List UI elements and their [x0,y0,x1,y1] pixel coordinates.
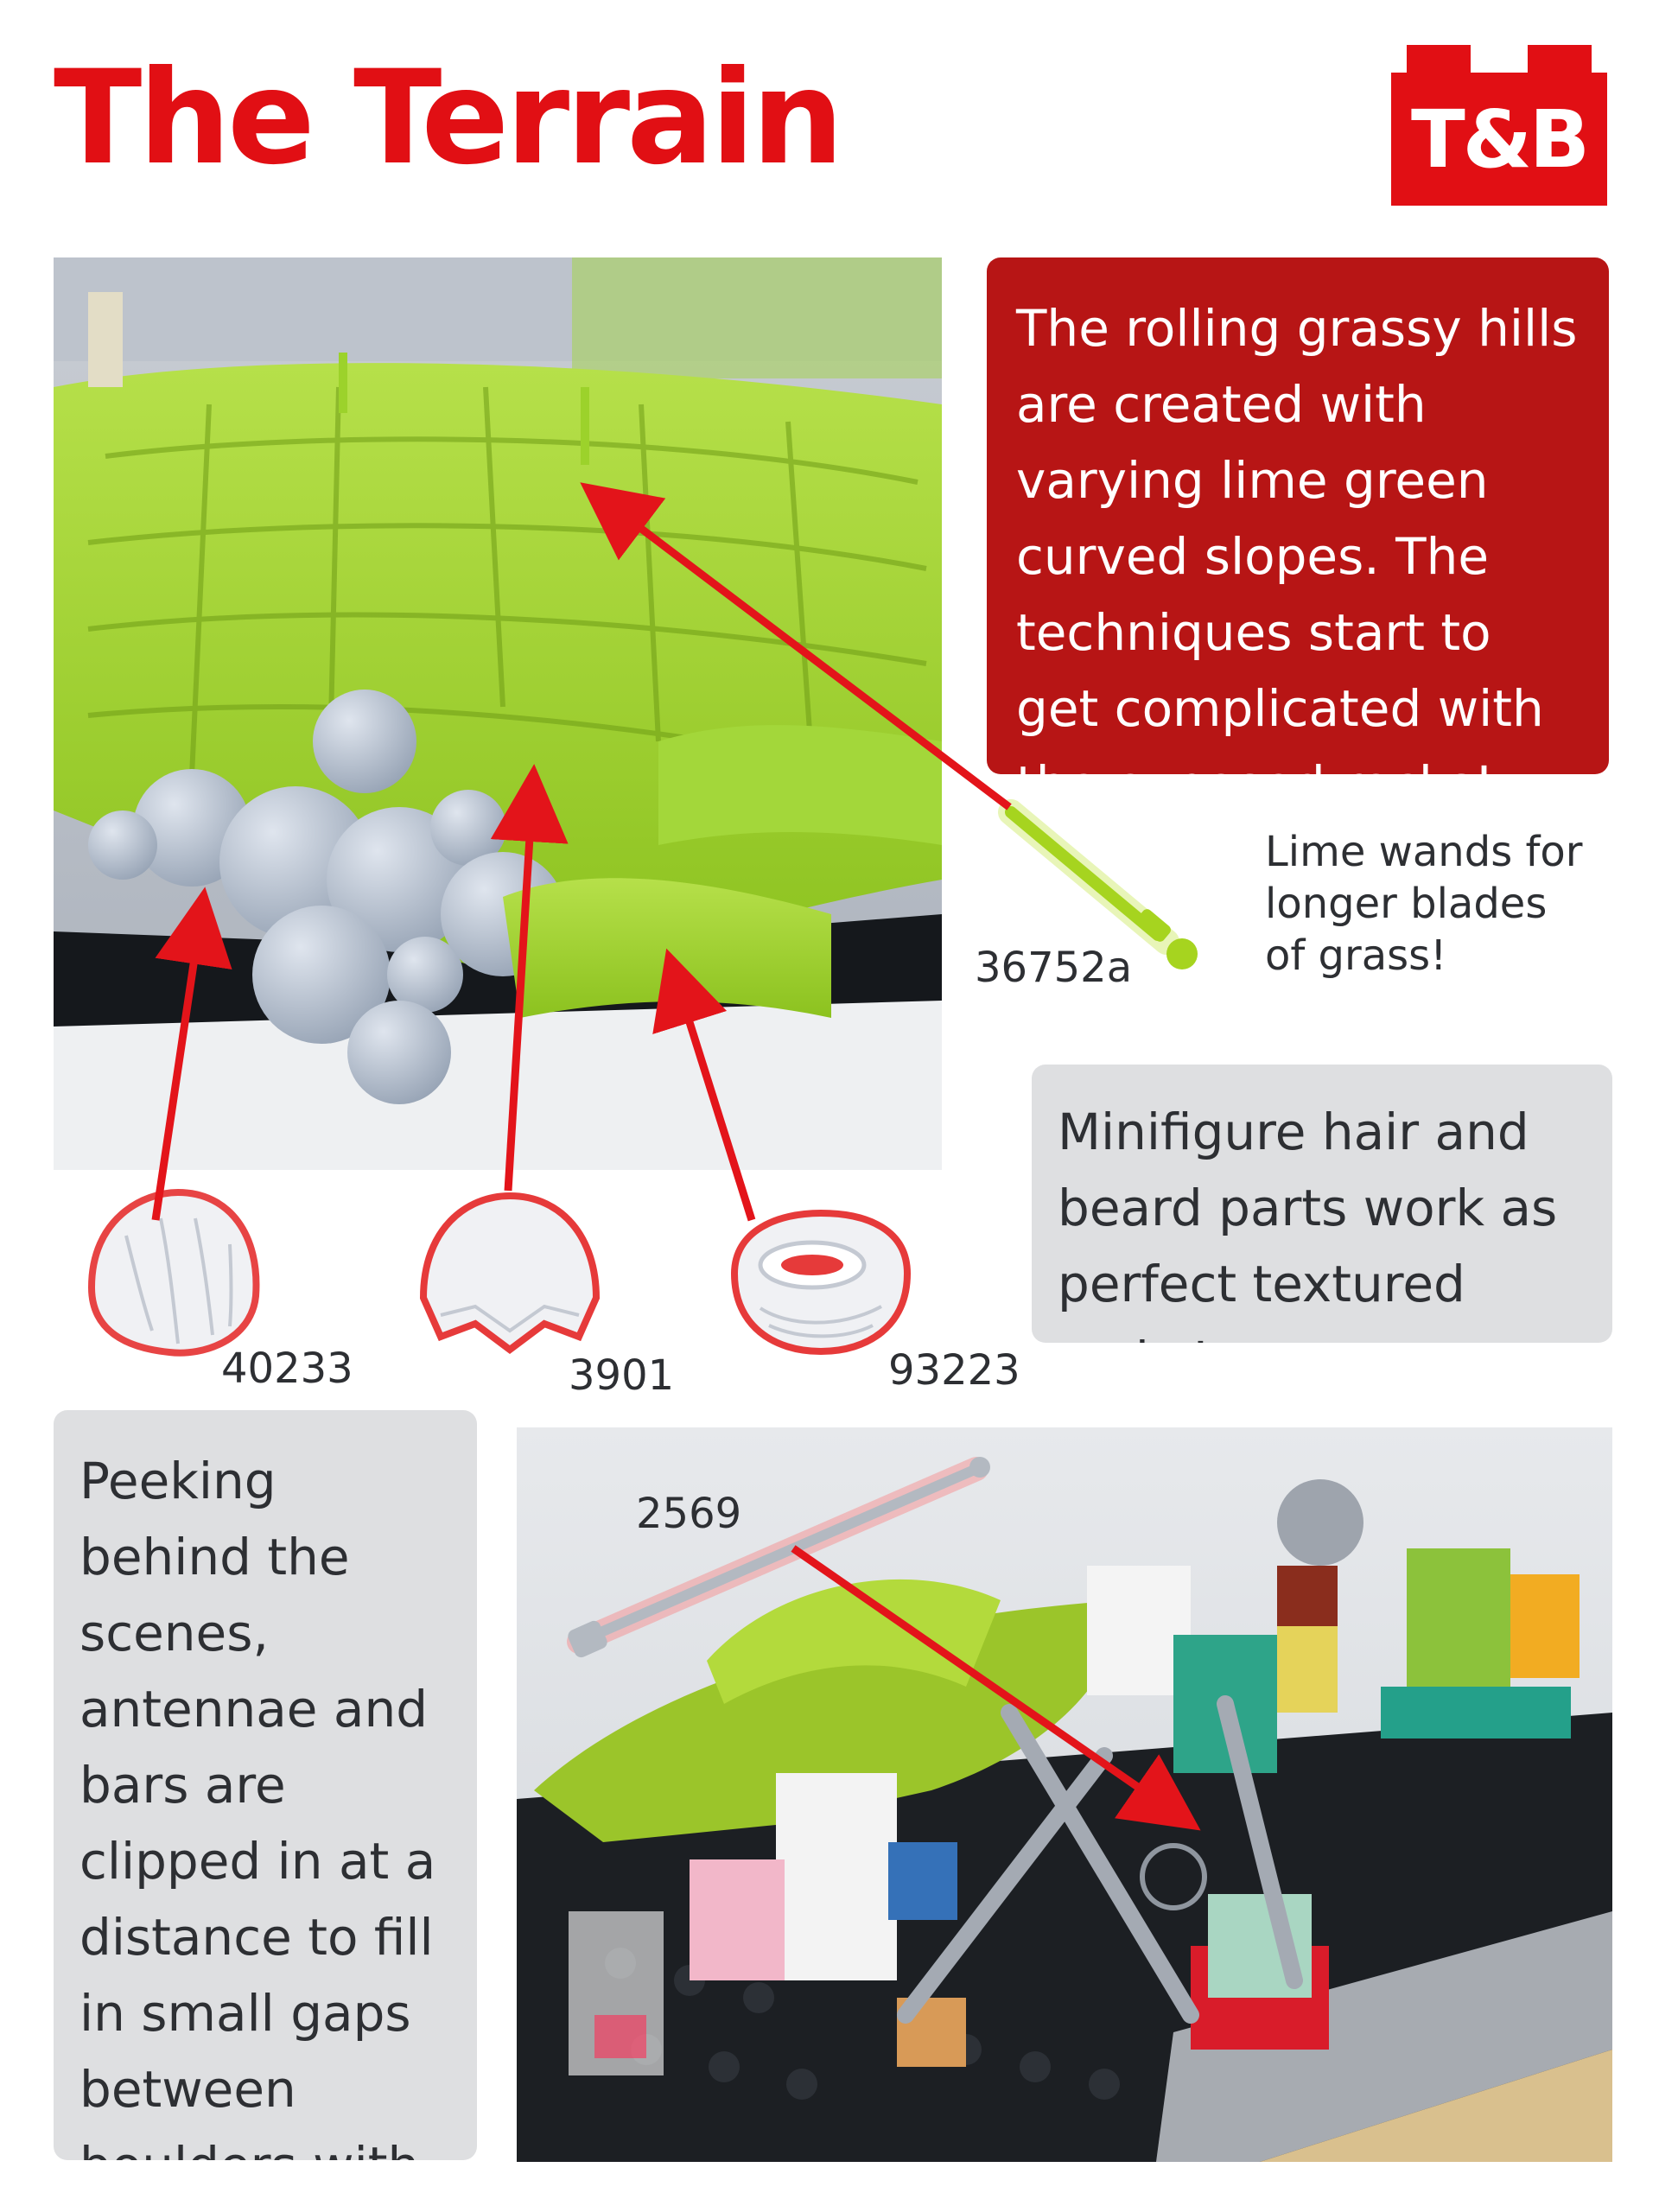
intro-text: The rolling grassy hills are created wit… [1016,299,1578,774]
rocks-text: Minifigure hair and beard parts work as … [1058,1103,1558,1343]
hair-part-40233-number: 40233 [221,1344,353,1393]
bar-part-image [544,1434,1011,1676]
logo-text: T&B [1391,73,1607,206]
page-title: The Terrain [54,43,844,194]
arrow-to-beard-rock [652,948,756,1222]
lime-wand-part-number: 36752a [975,944,1133,992]
behind-scenes-text: Peeking behind the scenes, antennae and … [79,1452,436,2160]
beard-part-93223-image [717,1196,925,1369]
arrow-to-grass-wand [580,482,1012,810]
lime-wand-part-image [994,795,1218,985]
intro-text-box: The rolling grassy hills are created wit… [987,257,1609,774]
bar-part-number: 2569 [636,1490,742,1538]
helmet-part-3901-image [406,1185,613,1367]
behind-scenes-photo-illustration [517,1427,1612,2162]
beard-part-93223-number: 93223 [888,1346,1020,1395]
lime-wand-caption: Lime wands for longer blades of grass! [1265,828,1583,980]
helmet-part-3901-number: 3901 [569,1351,675,1400]
brand-logo: T&B [1391,45,1607,206]
arrow-to-hair-rock [151,887,232,1221]
terrain-photo-illustration [54,257,942,1170]
terrain-photo [54,257,942,1170]
rocks-text-box: Minifigure hair and beard parts work as … [1032,1065,1612,1343]
arrow-to-helmet-rock [490,764,569,1192]
arrow-to-bar-tip [791,1545,1201,1831]
hair-part-40233-image [74,1184,273,1365]
behind-scenes-photo [517,1427,1612,2162]
behind-scenes-text-box: Peeking behind the scenes, antennae and … [54,1410,477,2160]
